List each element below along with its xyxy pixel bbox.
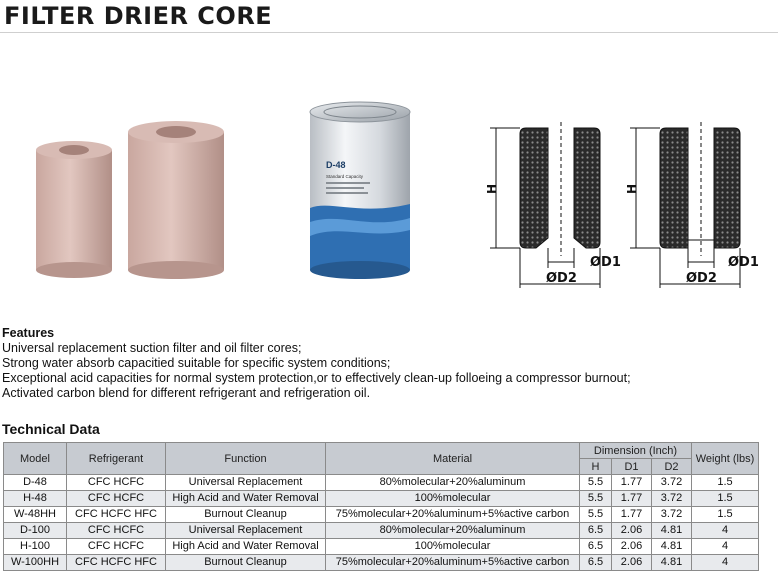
cell-model: H-100 xyxy=(3,538,67,555)
cell-h: 5.5 xyxy=(579,506,612,523)
table-row: D-100 CFC HCFC Universal Replacement 80%… xyxy=(3,522,759,539)
cell-d2: 3.72 xyxy=(651,490,692,507)
feature-item: Exceptional acid capacities for normal s… xyxy=(2,371,631,385)
table-row: D-48 CFC HCFC Universal Replacement 80%m… xyxy=(3,474,759,491)
cell-d2: 4.81 xyxy=(651,538,692,555)
cell-function: Burnout Cleanup xyxy=(165,506,326,523)
cell-model: W-48HH xyxy=(3,506,67,523)
technical-data-heading: Technical Data xyxy=(2,421,100,437)
cell-d2: 4.81 xyxy=(651,554,692,571)
col-header-h: H xyxy=(579,458,612,475)
dim-h-label-left: H xyxy=(485,184,499,194)
dim-d2-label-right: ØD2 xyxy=(686,271,717,286)
cell-material: 75%molecular+20%aluminum+5%active carbon xyxy=(325,554,580,571)
col-header-refrigerant: Refrigerant xyxy=(66,442,166,475)
cell-h: 6.5 xyxy=(579,522,612,539)
features-heading: Features xyxy=(2,326,55,340)
cell-h: 5.5 xyxy=(579,474,612,491)
cell-material: 100%molecular xyxy=(325,538,580,555)
dimension-diagram-left xyxy=(490,122,601,288)
col-header-dimension: Dimension (Inch) xyxy=(579,442,692,459)
table-row: H-100 CFC HCFC High Acid and Water Remov… xyxy=(3,538,759,555)
cell-function: Burnout Cleanup xyxy=(165,554,326,571)
small-core-image xyxy=(36,141,112,278)
feature-item: Universal replacement suction filter and… xyxy=(2,341,302,355)
col-header-material: Material xyxy=(325,442,580,475)
table-row: W-48HH CFC HCFC HFC Burnout Cleanup 75%m… xyxy=(3,506,759,523)
cell-model: H-48 xyxy=(3,490,67,507)
cell-material: 75%molecular+20%aluminum+5%active carbon xyxy=(325,506,580,523)
cell-material: 80%molecular+20%aluminum xyxy=(325,522,580,539)
cell-function: High Acid and Water Removal xyxy=(165,490,326,507)
cell-d2: 4.81 xyxy=(651,522,692,539)
cell-weight: 1.5 xyxy=(691,474,759,491)
cell-refrigerant: CFC HCFC xyxy=(66,490,166,507)
dim-d1-label-right: ØD1 xyxy=(728,255,759,270)
dimension-diagram-right xyxy=(630,122,741,288)
cell-weight: 4 xyxy=(691,522,759,539)
feature-item: Activated carbon blend for different ref… xyxy=(2,386,371,400)
cell-d1: 2.06 xyxy=(611,538,652,555)
cell-h: 5.5 xyxy=(579,490,612,507)
cell-refrigerant: CFC HCFC HFC xyxy=(66,554,166,571)
can-capacity-label: Standard Capacity xyxy=(326,174,364,179)
title-divider xyxy=(0,32,778,33)
cell-material: 80%molecular+20%aluminum xyxy=(325,474,580,491)
cell-d2: 3.72 xyxy=(651,474,692,491)
large-core-image xyxy=(128,121,224,279)
cell-weight: 4 xyxy=(691,538,759,555)
col-header-weight: Weight (lbs) xyxy=(691,442,759,475)
product-images: D-48 Standard Capacity H ØD1 ØD2 xyxy=(36,101,759,288)
cell-model: W-100HH xyxy=(3,554,67,571)
col-header-d2: D2 xyxy=(651,458,692,475)
cell-d1: 1.77 xyxy=(611,490,652,507)
cell-d1: 2.06 xyxy=(611,554,652,571)
cell-refrigerant: CFC HCFC xyxy=(66,538,166,555)
cell-d2: 3.72 xyxy=(651,506,692,523)
table-row: W-100HH CFC HCFC HFC Burnout Cleanup 75%… xyxy=(3,554,759,571)
cell-weight: 4 xyxy=(691,554,759,571)
packaging-can-image: D-48 Standard Capacity xyxy=(309,101,411,279)
cell-h: 6.5 xyxy=(579,538,612,555)
cell-h: 6.5 xyxy=(579,554,612,571)
cell-refrigerant: CFC HCFC xyxy=(66,474,166,491)
cell-model: D-100 xyxy=(3,522,67,539)
cell-function: Universal Replacement xyxy=(165,522,326,539)
feature-item: Strong water absorb capacitied suitable … xyxy=(2,356,391,370)
table-row: H-48 CFC HCFC High Acid and Water Remova… xyxy=(3,490,759,507)
cell-function: High Acid and Water Removal xyxy=(165,538,326,555)
page-title: FILTER DRIER CORE xyxy=(4,2,273,30)
dim-d2-label-left: ØD2 xyxy=(546,271,577,286)
features-section: Features Universal replacement suction f… xyxy=(2,326,631,401)
dim-h-label-right: H xyxy=(625,184,639,194)
cell-refrigerant: CFC HCFC xyxy=(66,522,166,539)
can-model-label: D-48 xyxy=(326,160,346,170)
cell-material: 100%molecular xyxy=(325,490,580,507)
cell-d1: 2.06 xyxy=(611,522,652,539)
col-header-d1: D1 xyxy=(611,458,652,475)
dim-d1-label-left: ØD1 xyxy=(590,255,621,270)
cell-model: D-48 xyxy=(3,474,67,491)
col-header-function: Function xyxy=(165,442,326,475)
cell-weight: 1.5 xyxy=(691,506,759,523)
technical-data-table: Model Refrigerant Function Material Dime… xyxy=(3,442,759,571)
col-header-model: Model xyxy=(3,442,67,475)
cell-function: Universal Replacement xyxy=(165,474,326,491)
cell-refrigerant: CFC HCFC HFC xyxy=(66,506,166,523)
cell-weight: 1.5 xyxy=(691,490,759,507)
cell-d1: 1.77 xyxy=(611,506,652,523)
cell-d1: 1.77 xyxy=(611,474,652,491)
